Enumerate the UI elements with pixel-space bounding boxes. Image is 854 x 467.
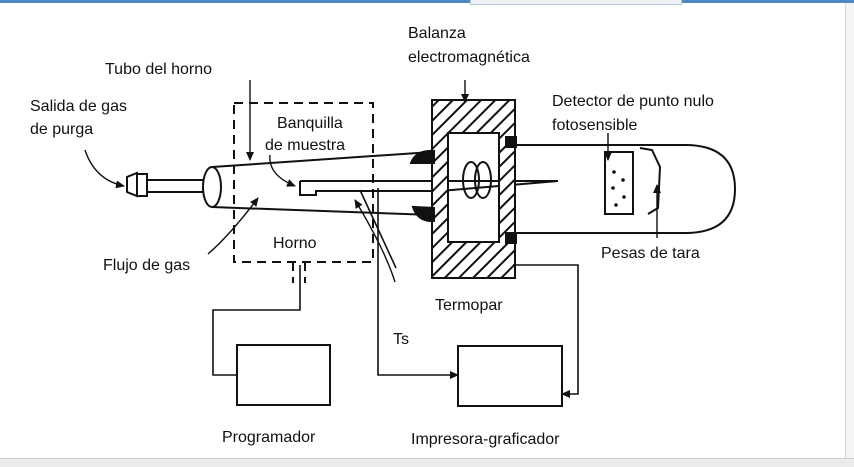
label-flujo: Flujo de gas	[103, 257, 190, 274]
mount-bottom	[505, 232, 517, 244]
programmer-box	[236, 344, 331, 406]
label-termopar: Termopar	[435, 297, 503, 314]
label-balanza-1: Balanza	[408, 25, 466, 42]
seal-clamp-bottom	[411, 205, 435, 223]
recorder-box	[457, 345, 563, 407]
arrow-flujo	[207, 197, 259, 255]
gas-outlet-connector	[136, 173, 148, 197]
wire-detector	[513, 264, 579, 398]
sample-pan	[299, 181, 380, 196]
label-banquilla-2: de muestra	[265, 137, 345, 154]
scrollbar[interactable]	[845, 3, 854, 458]
tare-hook	[639, 147, 662, 215]
label-detector-1: Detector de punto nulo	[552, 93, 714, 110]
label-salida-1: Salida de gas	[30, 98, 127, 115]
photodetector	[604, 151, 634, 215]
bottom-border	[0, 458, 854, 467]
top-border	[0, 0, 854, 3]
top-tab-edge	[470, 0, 682, 5]
label-detector-2: fotosensible	[552, 117, 637, 134]
wire-thermocouple	[377, 188, 459, 379]
furnace-dashed	[233, 102, 374, 263]
wire-programmer	[212, 265, 301, 376]
label-balanza-2: electromagnética	[408, 49, 530, 66]
label-pesas: Pesas de tara	[601, 245, 700, 262]
detector-dots	[611, 170, 626, 207]
arrow-termopar	[354, 199, 396, 283]
label-programador: Programador	[222, 429, 316, 446]
balance-rod	[300, 180, 559, 192]
seal-clamp-top	[409, 149, 435, 164]
label-salida-2: de purga	[30, 121, 93, 138]
label-impresora: Impresora-graficador	[411, 431, 560, 448]
arrow-banquilla	[269, 154, 296, 187]
label-tubo: Tubo del horno	[105, 61, 212, 78]
gas-outlet-nozzle	[126, 171, 138, 198]
balance-coil-1	[462, 161, 480, 199]
label-horno: Horno	[273, 235, 317, 252]
furnace-tube-bottom	[211, 206, 433, 216]
balance-coil-2	[474, 161, 492, 199]
housing-dome	[684, 144, 737, 234]
furnace-tube-top	[211, 151, 433, 168]
label-ts: Ts	[393, 331, 409, 348]
thermocouple-lead	[359, 189, 397, 269]
arrow-salida	[84, 149, 125, 189]
label-banquilla-1: Banquilla	[277, 115, 343, 132]
mount-top	[505, 136, 517, 148]
outlet-pipe	[146, 179, 210, 193]
furnace-tube-end	[202, 166, 222, 208]
